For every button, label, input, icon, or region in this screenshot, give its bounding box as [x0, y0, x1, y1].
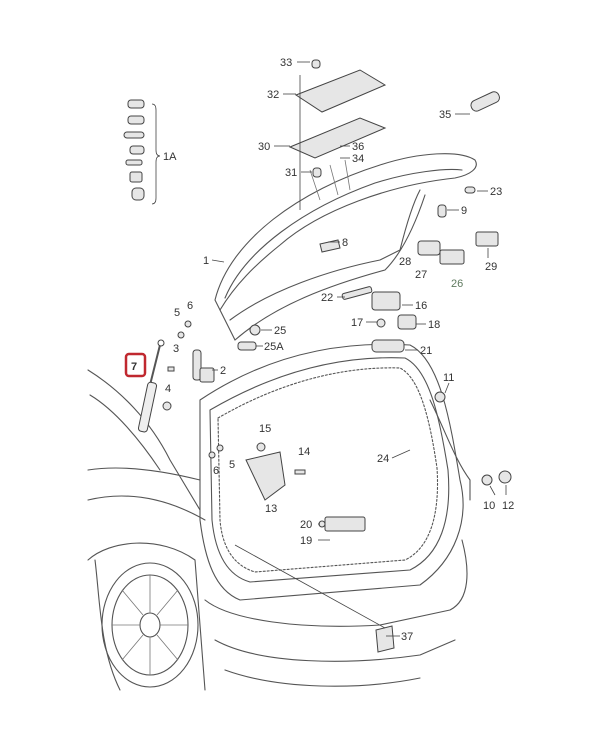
label-25[interactable]: 25 [274, 325, 286, 337]
label-30[interactable]: 30 [258, 141, 270, 153]
label-3[interactable]: 3 [173, 343, 179, 355]
tailgate [214, 153, 477, 341]
label-23[interactable]: 23 [490, 186, 502, 198]
label-25A[interactable]: 25A [264, 341, 284, 353]
label-10[interactable]: 10 [483, 500, 495, 512]
label-26[interactable]: 26 [451, 278, 463, 290]
label-1A[interactable]: 1A [163, 151, 177, 163]
label-27[interactable]: 27 [415, 269, 427, 281]
label-1[interactable]: 1 [203, 255, 209, 267]
svg-text:7: 7 [131, 361, 137, 373]
label-8[interactable]: 8 [342, 237, 348, 249]
label-12[interactable]: 12 [502, 500, 514, 512]
part-32-plate [294, 69, 387, 113]
label-9[interactable]: 9 [461, 205, 467, 217]
label-31[interactable]: 31 [285, 167, 297, 179]
label-22[interactable]: 22 [321, 292, 333, 304]
label-6-upper[interactable]: 6 [187, 300, 193, 312]
label-19[interactable]: 19 [300, 535, 312, 547]
label-5-upper[interactable]: 5 [174, 307, 180, 319]
car-body [87, 343, 471, 691]
label-28[interactable]: 28 [399, 256, 411, 268]
label-37[interactable]: 37 [401, 631, 413, 643]
label-4[interactable]: 4 [165, 383, 171, 395]
label-16[interactable]: 16 [415, 300, 427, 312]
label-36[interactable]: 36 [352, 141, 364, 153]
label-29[interactable]: 29 [485, 261, 497, 273]
label-11[interactable]: 11 [443, 372, 454, 384]
label-24[interactable]: 24 [377, 453, 389, 465]
label-15[interactable]: 15 [259, 423, 271, 435]
label-20[interactable]: 20 [300, 519, 312, 531]
gas-strut [137, 339, 165, 433]
part-30-plate [288, 117, 387, 159]
label-5-lower[interactable]: 5 [229, 459, 235, 471]
label-17[interactable]: 17 [351, 317, 363, 329]
label-32[interactable]: 32 [267, 89, 279, 101]
part-labels: 33 32 30 36 34 31 1A 35 23 9 8 1 28 27 2… [124, 57, 514, 643]
label-2[interactable]: 2 [220, 365, 226, 377]
label-14[interactable]: 14 [298, 446, 310, 458]
label-35[interactable]: 35 [439, 109, 451, 121]
hardware-parts [162, 59, 512, 653]
label-33[interactable]: 33 [280, 57, 292, 69]
label-18[interactable]: 18 [428, 319, 440, 331]
label-34[interactable]: 34 [352, 153, 364, 165]
leader-lines [211, 61, 507, 637]
label-7-highlighted[interactable]: 7 [124, 352, 147, 378]
label-21[interactable]: 21 [420, 345, 432, 357]
screw-set-1A [123, 99, 161, 205]
label-13[interactable]: 13 [265, 503, 277, 515]
label-6-lower[interactable]: 6 [213, 465, 219, 477]
